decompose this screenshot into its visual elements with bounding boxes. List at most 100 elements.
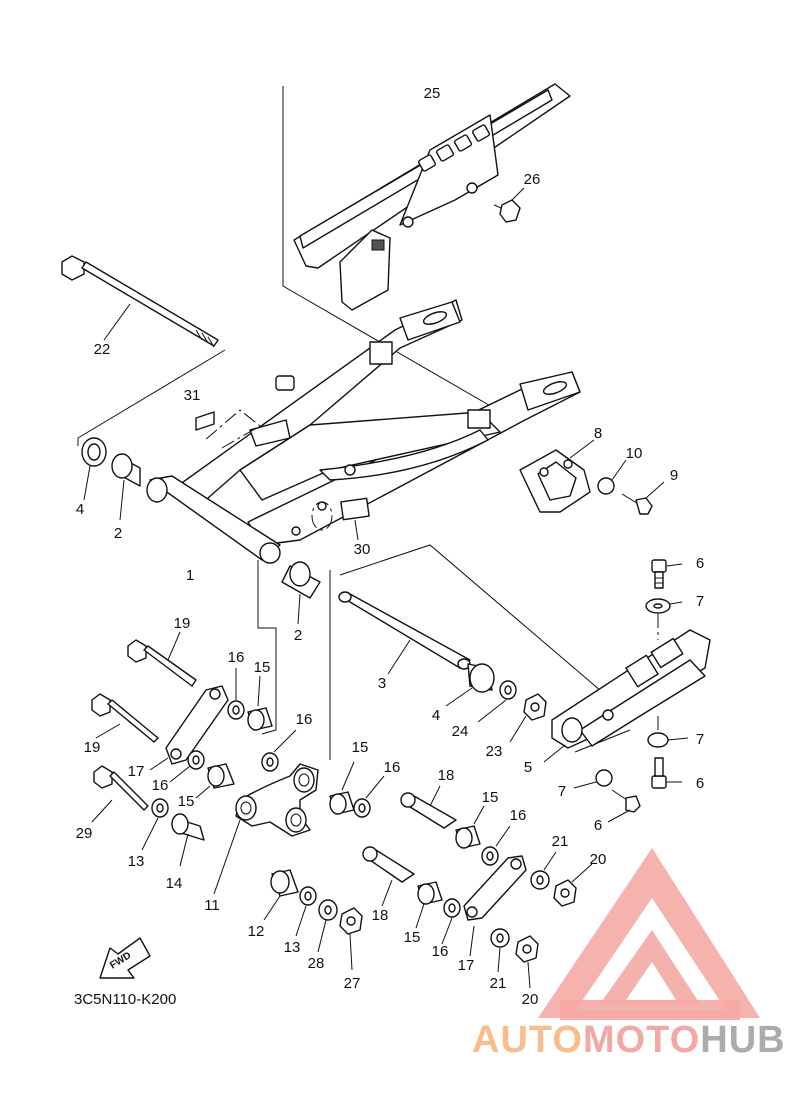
callout-15-e: 15	[404, 929, 421, 946]
callout-19-lower: 19	[84, 739, 101, 756]
callout-16-e: 16	[510, 807, 527, 824]
callout-6-mid: 6	[696, 775, 704, 792]
callout-1: 1	[186, 567, 194, 584]
bushing-part-15-e	[415, 881, 443, 929]
bolt-part-29	[91, 765, 149, 823]
washer-part-7-top	[645, 598, 683, 640]
callout-15-a: 15	[254, 659, 271, 676]
washer-part-16-d	[353, 775, 385, 818]
bolt-part-6-mid	[651, 757, 682, 789]
callout-30: 30	[354, 541, 371, 558]
callout-8: 8	[594, 425, 602, 442]
nut-part-20-upper	[553, 863, 593, 907]
collar-part-12	[263, 869, 299, 921]
callout-7-low: 7	[558, 783, 566, 800]
callout-6-top: 6	[696, 555, 704, 572]
callout-13-right: 13	[284, 939, 301, 956]
watermark-moto: MOTO	[583, 1019, 700, 1061]
callout-7-top: 7	[696, 593, 704, 610]
callout-12: 12	[248, 923, 265, 940]
bolt-part-6-low	[607, 789, 641, 823]
callout-26: 26	[524, 171, 541, 188]
callout-7-mid: 7	[696, 731, 704, 748]
callout-15-b: 15	[178, 793, 195, 810]
callout-4-right: 4	[432, 707, 440, 724]
callout-31: 31	[184, 387, 201, 404]
svg-text:AUTOMOTOHUB: AUTOMOTOHUB	[472, 1019, 786, 1061]
pivot-bolt-part-22	[61, 255, 219, 348]
swingarm-part	[146, 299, 581, 564]
right-bushing-part-2	[281, 561, 321, 625]
washer-part-7-low	[573, 769, 613, 789]
link-plate-part-17-left	[149, 685, 229, 771]
link-plate-part-17-right	[463, 855, 527, 957]
callout-18-lower: 18	[372, 907, 389, 924]
callout-16-a: 16	[228, 649, 245, 666]
callout-16-c: 16	[152, 777, 169, 794]
collar-part-4	[445, 663, 495, 707]
callout-3: 3	[378, 675, 386, 692]
bolt-part-9	[621, 481, 665, 515]
callout-28: 28	[308, 955, 325, 972]
collar-part-18-upper	[400, 785, 457, 829]
callout-9: 9	[670, 467, 678, 484]
nut-part-20-lower	[515, 935, 539, 989]
watermark-auto: AUTO	[472, 1019, 583, 1061]
callout-24: 24	[452, 723, 469, 740]
washer-part-16-c	[169, 750, 205, 783]
callout-15-c: 15	[352, 739, 369, 756]
callout-21-lower: 21	[490, 975, 507, 992]
chain-cover-part	[293, 83, 571, 311]
collar-part-18-lower	[362, 846, 415, 907]
callout-16-f: 16	[432, 943, 449, 960]
washer-part-16-f	[441, 898, 461, 945]
bushing-part-15-a	[247, 675, 273, 731]
washer-part-28	[317, 899, 338, 953]
callout-29: 29	[76, 825, 93, 842]
watermark-triangle-logo	[538, 848, 760, 1020]
reference-lines	[77, 86, 636, 760]
callout-13-left: 13	[128, 853, 145, 870]
label-part-31	[195, 411, 215, 431]
bushing-part-15-d	[455, 805, 485, 849]
bushing-part-14	[171, 813, 205, 867]
callout-20-upper: 20	[590, 851, 607, 868]
callout-19-upper: 19	[174, 615, 191, 632]
watermark-hub: HUB	[700, 1019, 785, 1061]
callout-17-left: 17	[128, 763, 145, 780]
washer-part-13-left	[141, 798, 169, 851]
callout-2-right: 2	[294, 627, 302, 644]
callout-27: 27	[344, 975, 361, 992]
washer-part-7-mid	[647, 716, 689, 748]
nut-part-23	[509, 693, 547, 743]
callout-14: 14	[166, 875, 183, 892]
bolt-part-19-upper	[127, 631, 197, 687]
automotohub-watermark: AUTOMOTOHUB	[472, 848, 786, 1061]
left-pivot-bushings	[81, 437, 141, 521]
callout-6-low: 6	[594, 817, 602, 834]
callout-22: 22	[94, 341, 111, 358]
bolt-part-6-top	[651, 559, 683, 589]
callout-5: 5	[524, 759, 532, 776]
washer-part-24	[477, 680, 517, 723]
callout-17-right: 17	[458, 957, 475, 974]
callout-numbers: 25 26 22 31 8 10 9 4 2 30 1 6 7 2 19 16 …	[76, 85, 705, 1008]
callout-2-left: 2	[114, 525, 122, 542]
chain-puller-part-5	[543, 629, 711, 763]
callout-25: 25	[424, 85, 441, 102]
callout-15-d: 15	[482, 789, 499, 806]
callout-16-d: 16	[384, 759, 401, 776]
bolt-part-19-lower	[91, 693, 159, 743]
axle-part-3	[338, 591, 471, 675]
collar-part-10	[597, 459, 627, 495]
drawing-code: 3C5N110-K200	[74, 991, 176, 1008]
forward-arrow-icon: FWD	[99, 937, 151, 979]
washer-part-13-right	[295, 886, 317, 937]
callout-20-lower: 20	[522, 991, 539, 1008]
callout-21-upper: 21	[552, 833, 569, 850]
bushing-part-15-b	[195, 763, 235, 799]
callout-11: 11	[204, 897, 220, 914]
washer-part-21-lower	[490, 928, 510, 973]
washer-part-16-b	[261, 729, 297, 772]
